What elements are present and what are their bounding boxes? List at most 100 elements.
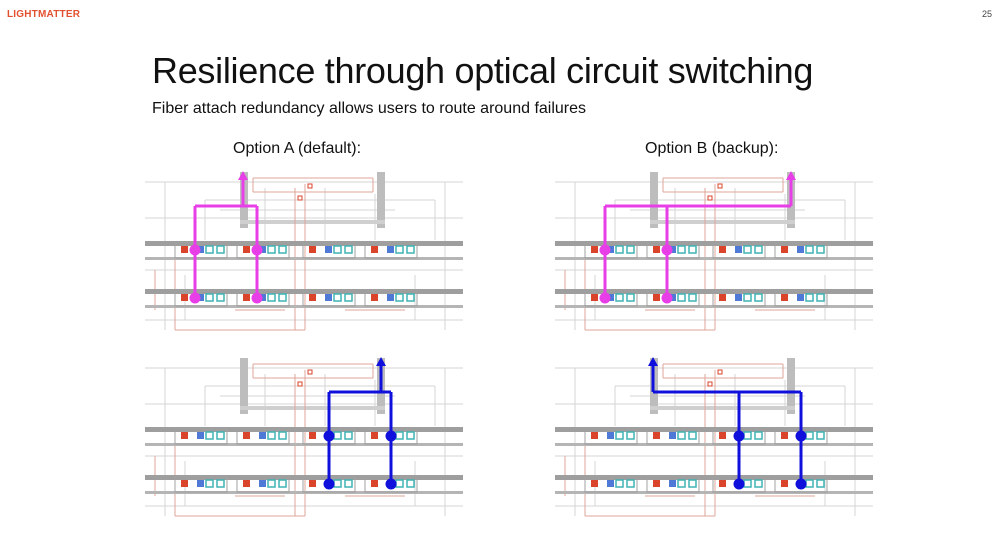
ring-resonator bbox=[615, 479, 624, 488]
ring-resonator bbox=[216, 479, 225, 488]
ring-resonator bbox=[216, 293, 225, 302]
modulator-red bbox=[653, 432, 660, 439]
ring-resonator bbox=[677, 293, 686, 302]
modulator-blue bbox=[387, 246, 394, 253]
modulator-blue bbox=[197, 246, 204, 253]
ring-resonator bbox=[205, 293, 214, 302]
lightmatter-logo: LIGHTMATTER bbox=[7, 9, 81, 20]
route-tap-node bbox=[323, 478, 335, 490]
modulator-red bbox=[371, 432, 378, 439]
fiber-bundle bbox=[650, 220, 795, 224]
ring-resonator bbox=[395, 293, 404, 302]
modulator-red bbox=[309, 294, 316, 301]
ring-resonator bbox=[688, 245, 697, 254]
cell-outline bbox=[174, 242, 228, 259]
modulator-red bbox=[181, 432, 188, 439]
cell-outline bbox=[646, 290, 700, 307]
via-marker bbox=[717, 183, 723, 189]
via-marker bbox=[297, 195, 303, 201]
cell-outline bbox=[584, 242, 638, 259]
ring-resonator bbox=[743, 245, 752, 254]
fiber-bundle bbox=[787, 358, 795, 414]
device-cell bbox=[174, 242, 228, 259]
device-cell bbox=[174, 290, 228, 307]
route-arrow bbox=[376, 357, 386, 366]
cell-outline bbox=[712, 290, 766, 307]
cell-outline bbox=[236, 242, 290, 259]
device-cell bbox=[646, 428, 700, 445]
device-cell bbox=[236, 476, 290, 493]
modulator-red bbox=[591, 294, 598, 301]
cell-outline bbox=[236, 428, 290, 445]
route-tap-node bbox=[795, 430, 807, 442]
route-tap-node bbox=[733, 430, 745, 442]
ring-resonator bbox=[626, 431, 635, 440]
ring-resonator bbox=[677, 245, 686, 254]
modulator-blue bbox=[797, 246, 804, 253]
cell-outline bbox=[584, 290, 638, 307]
circuit-svg bbox=[145, 357, 463, 517]
modulator-red bbox=[309, 246, 316, 253]
ring-resonator bbox=[406, 431, 415, 440]
modulator-red bbox=[181, 294, 188, 301]
ring-resonator bbox=[743, 293, 752, 302]
waveguide-row bbox=[145, 241, 463, 260]
ring-resonator bbox=[626, 479, 635, 488]
ring-resonator bbox=[395, 479, 404, 488]
modulator-blue bbox=[669, 294, 676, 301]
route-tap-node bbox=[661, 292, 673, 304]
device-cell bbox=[646, 290, 700, 307]
route-tap-node bbox=[661, 244, 673, 256]
device-cell bbox=[712, 242, 766, 259]
via-marker bbox=[297, 381, 303, 387]
modulator-blue bbox=[669, 480, 676, 487]
cell-outline bbox=[646, 476, 700, 493]
modulator-red bbox=[781, 480, 788, 487]
ring-resonator bbox=[615, 245, 624, 254]
waveguide-row bbox=[145, 289, 463, 308]
circuit-svg bbox=[555, 171, 873, 331]
waveguide-row bbox=[145, 427, 463, 446]
ring-resonator bbox=[216, 431, 225, 440]
modulator-blue bbox=[259, 246, 266, 253]
ring-resonator bbox=[278, 293, 287, 302]
via-marker bbox=[307, 369, 313, 375]
cell-outline bbox=[236, 476, 290, 493]
device-cell bbox=[364, 242, 418, 259]
ring-resonator bbox=[205, 431, 214, 440]
slide-title: Resilience through optical circuit switc… bbox=[152, 50, 814, 91]
ring-resonator bbox=[278, 479, 287, 488]
cell-outline bbox=[174, 428, 228, 445]
cell-outline bbox=[174, 476, 228, 493]
ring-resonator bbox=[816, 431, 825, 440]
fiber-bundle bbox=[377, 172, 385, 228]
modulator-blue bbox=[735, 246, 742, 253]
modulator-red bbox=[653, 294, 660, 301]
ring-resonator bbox=[805, 431, 814, 440]
ring-resonator bbox=[344, 293, 353, 302]
route-tap-node bbox=[323, 430, 335, 442]
route-path bbox=[189, 171, 263, 304]
circuit-svg bbox=[145, 171, 463, 331]
cell-outline bbox=[646, 428, 700, 445]
page-number: 25 bbox=[981, 9, 992, 19]
ring-resonator bbox=[688, 293, 697, 302]
ring-resonator bbox=[333, 293, 342, 302]
modulator-blue bbox=[325, 294, 332, 301]
ring-resonator bbox=[626, 293, 635, 302]
cell-outline bbox=[364, 242, 418, 259]
ring-resonator bbox=[688, 479, 697, 488]
ring-resonator bbox=[333, 431, 342, 440]
modulator-red bbox=[243, 432, 250, 439]
device-cell bbox=[584, 242, 638, 259]
option-a-label: Option A (default): bbox=[233, 140, 362, 157]
device-cell bbox=[646, 242, 700, 259]
ring-resonator bbox=[344, 479, 353, 488]
modulator-blue bbox=[607, 480, 614, 487]
route-tap-node bbox=[733, 478, 745, 490]
route-tap-node bbox=[189, 292, 201, 304]
via-marker bbox=[717, 369, 723, 375]
route-tap-node bbox=[599, 292, 611, 304]
ring-resonator bbox=[677, 431, 686, 440]
modulator-red bbox=[309, 480, 316, 487]
